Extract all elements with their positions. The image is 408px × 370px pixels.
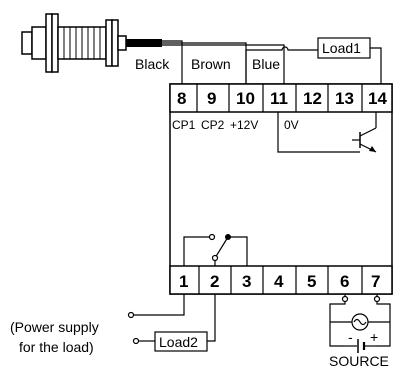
blue-wire-label: Blue (252, 56, 280, 72)
power-terminal-bottom (132, 337, 140, 345)
top-terminal-block (169, 83, 393, 113)
terminal-12: 12 (303, 89, 322, 108)
bottom-terminal-block (169, 265, 393, 295)
ac-wave-icon (353, 318, 367, 326)
source-wire-left (329, 294, 346, 347)
load1-wire-left (245, 46, 318, 84)
internal-0v-line (277, 112, 360, 153)
source-terminal-6 (341, 295, 349, 303)
cp1-label: CP1 (172, 118, 196, 132)
v12-label: +12V (230, 118, 258, 132)
dc-minus-label: - (348, 329, 353, 345)
power-note-line1: (Power supply (10, 319, 99, 335)
terminal-13: 13 (335, 89, 354, 108)
load2-wire-right (207, 294, 216, 342)
power-terminal-top (127, 311, 135, 319)
source-terminal-7 (373, 295, 381, 303)
bottom-terminals (198, 266, 363, 294)
terminal-7: 7 (371, 272, 380, 291)
v0-label: 0V (284, 118, 299, 132)
source-wire-right (376, 294, 391, 347)
load2-label: Load2 (159, 334, 198, 350)
terminal-11: 11 (270, 89, 288, 108)
dc-battery-icon (345, 339, 377, 353)
load1-wire-right (370, 47, 382, 84)
cp2-label: CP2 (201, 118, 225, 132)
proximity-sensor-icon (21, 13, 127, 73)
black-label-bg (133, 53, 178, 73)
power-note-line2: for the load) (19, 339, 94, 355)
terminal-8: 8 (177, 89, 186, 108)
terminal-3: 3 (242, 272, 251, 291)
terminal-9: 9 (207, 89, 216, 108)
terminal-2: 2 (210, 272, 219, 291)
load1-label: Load1 (322, 40, 361, 56)
relay-switch-icon (183, 233, 248, 266)
dc-plus-label: + (370, 329, 378, 345)
blue-label-bg (250, 53, 282, 73)
terminal-4: 4 (274, 272, 284, 291)
top-terminals (196, 84, 363, 112)
source-label: SOURCE (329, 353, 389, 369)
terminal-6: 6 (340, 272, 349, 291)
terminal-10: 10 (236, 89, 255, 108)
brown-label-bg (189, 53, 244, 73)
power-wire-top (134, 294, 185, 316)
module-body (169, 83, 393, 295)
transistor-icon (352, 112, 377, 153)
black-wire-label: Black (135, 56, 170, 72)
brown-wire-label: Brown (191, 56, 231, 72)
terminal-14: 14 (368, 89, 387, 108)
terminal-1: 1 (179, 272, 188, 291)
terminal-5: 5 (307, 272, 316, 291)
